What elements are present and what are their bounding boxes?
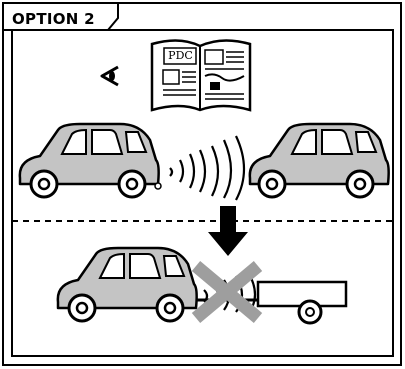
outer-frame (2, 2, 402, 366)
option-label: OPTION 2 (12, 10, 95, 28)
ultrasonic-waves (169, 135, 246, 201)
eye-icon (100, 65, 119, 87)
car-sensing (18, 122, 162, 199)
car-obstacle (248, 122, 390, 199)
trailer (256, 280, 348, 325)
car-towing (56, 246, 198, 323)
inner-frame (11, 29, 394, 357)
down-arrow-icon (208, 206, 248, 256)
x-cross-icon (191, 261, 263, 323)
header-tab (2, 2, 119, 31)
manual-book-icon (150, 39, 252, 112)
manual-cover-text: PDC (168, 49, 193, 62)
